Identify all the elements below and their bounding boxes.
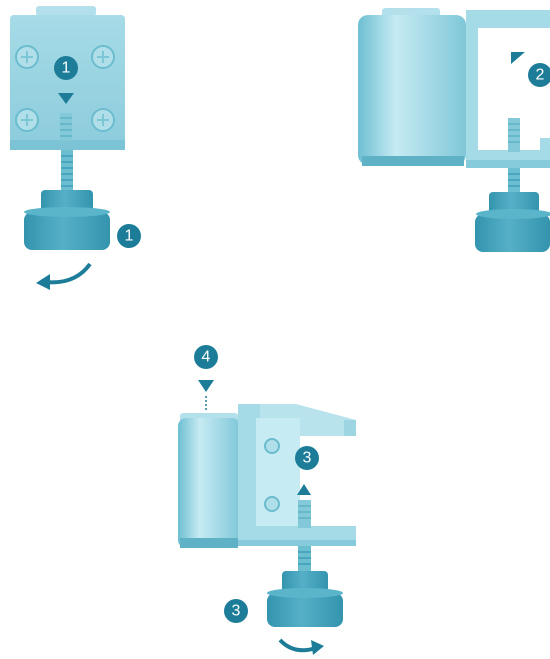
screw-icon xyxy=(265,439,279,453)
step-badge-label: 1 xyxy=(62,60,71,77)
knob xyxy=(24,190,110,250)
dashed-guide xyxy=(502,35,524,118)
threaded-rod xyxy=(60,113,72,141)
step-badge-label: 3 xyxy=(303,450,312,467)
arrow-icon xyxy=(511,52,525,64)
screw-icon xyxy=(265,497,279,511)
cylinder-body xyxy=(178,418,240,548)
c-bracket xyxy=(238,404,356,546)
step-badge-label: 3 xyxy=(232,603,241,620)
step-badge-label: 1 xyxy=(125,228,134,245)
rotate-arrow-icon xyxy=(280,640,316,650)
knob xyxy=(267,571,343,627)
rotate-arrow-icon xyxy=(45,264,90,282)
step-badge-label: 2 xyxy=(536,67,545,84)
panel-top-right: 2 xyxy=(358,8,550,252)
cylinder-body xyxy=(358,15,466,165)
panel-bottom: 4 3 xyxy=(178,345,356,655)
top-cap xyxy=(36,6,96,16)
arrow-down-icon xyxy=(198,380,214,392)
step-badge-label: 4 xyxy=(202,349,211,366)
panel-top-left: 1 1 xyxy=(10,6,141,290)
knob xyxy=(475,192,550,252)
